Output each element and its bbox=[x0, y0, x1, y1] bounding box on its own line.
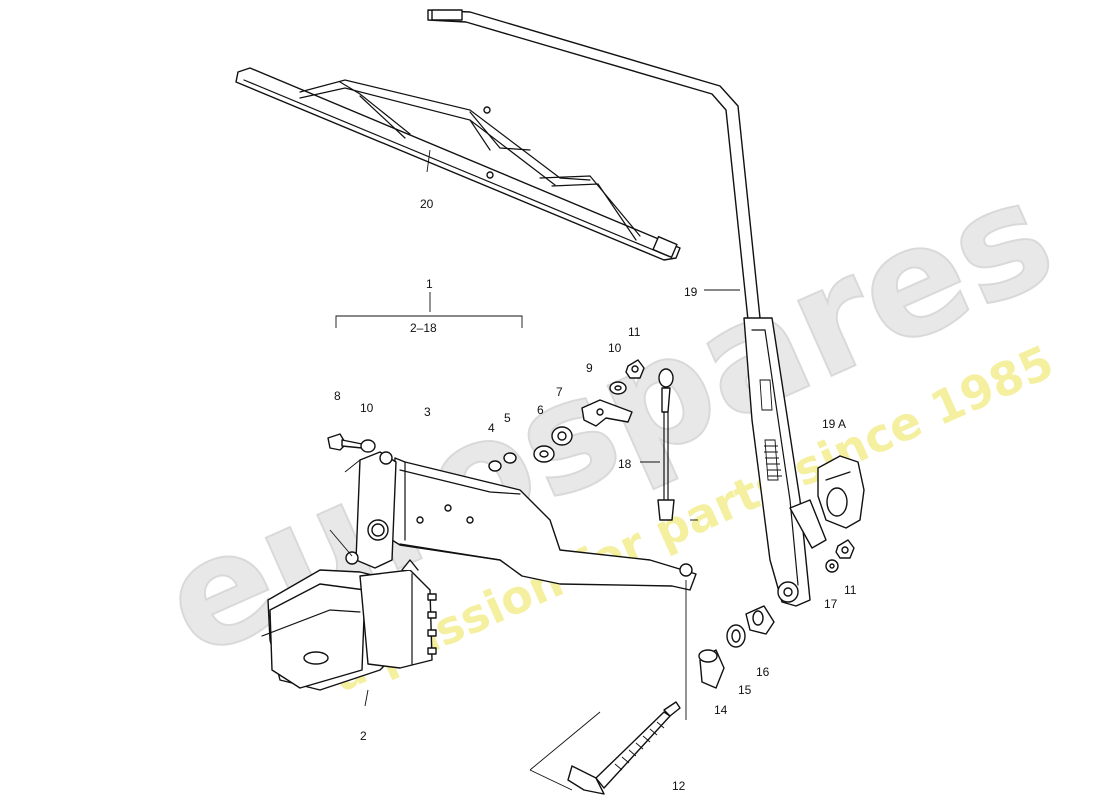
callout-18: 18 bbox=[618, 457, 632, 471]
callout-14: 14 bbox=[714, 703, 728, 717]
callout-16: 16 bbox=[756, 665, 770, 679]
washer-15 bbox=[726, 624, 746, 648]
callout-9: 9 bbox=[586, 361, 593, 375]
callout-1: 1 bbox=[426, 277, 433, 291]
callouts: 20 19 1 2–18 11 10 9 7 8 10 3 6 5 4 19 A… bbox=[334, 197, 857, 793]
callout-2-18: 2–18 bbox=[410, 321, 437, 335]
wiper-motor bbox=[261, 559, 437, 691]
washer-10-lower bbox=[360, 439, 376, 453]
callout-2: 2 bbox=[360, 729, 367, 743]
grommet-16 bbox=[745, 605, 775, 635]
clip bbox=[817, 455, 865, 529]
nut-11-upper bbox=[625, 359, 645, 379]
callout-7: 7 bbox=[556, 385, 563, 399]
nut-11-lower bbox=[835, 539, 855, 559]
washer-10-upper bbox=[609, 381, 627, 395]
callout-6: 6 bbox=[537, 403, 544, 417]
wiper-blade bbox=[235, 67, 681, 261]
callout-10-lower: 10 bbox=[360, 401, 374, 415]
leader-lines bbox=[335, 149, 740, 720]
callout-11-upper: 11 bbox=[628, 325, 641, 339]
washer-6 bbox=[533, 445, 555, 463]
wiper-arm bbox=[427, 9, 827, 607]
callout-10-upper: 10 bbox=[608, 341, 622, 355]
callout-8: 8 bbox=[334, 389, 341, 403]
washer-5 bbox=[503, 452, 517, 464]
callout-12: 12 bbox=[672, 779, 686, 793]
callout-19: 19 bbox=[684, 285, 698, 299]
bolt-8 bbox=[327, 433, 363, 451]
linkage-plate bbox=[329, 451, 697, 591]
callout-15: 15 bbox=[738, 683, 752, 697]
bushing bbox=[698, 649, 725, 689]
bracket-9 bbox=[581, 399, 633, 427]
washer-17 bbox=[825, 559, 839, 573]
connecting-rod-18 bbox=[657, 368, 675, 521]
bush-7 bbox=[551, 426, 573, 446]
callout-19a: 19 A bbox=[822, 417, 846, 431]
callout-11-lower: 11 bbox=[844, 583, 857, 597]
callout-4: 4 bbox=[488, 421, 495, 435]
callout-17: 17 bbox=[824, 597, 838, 611]
callout-20: 20 bbox=[420, 197, 434, 211]
washer-4 bbox=[488, 460, 502, 472]
callout-3: 3 bbox=[424, 405, 431, 419]
drive-shaft bbox=[529, 701, 681, 795]
callout-5: 5 bbox=[504, 411, 511, 425]
